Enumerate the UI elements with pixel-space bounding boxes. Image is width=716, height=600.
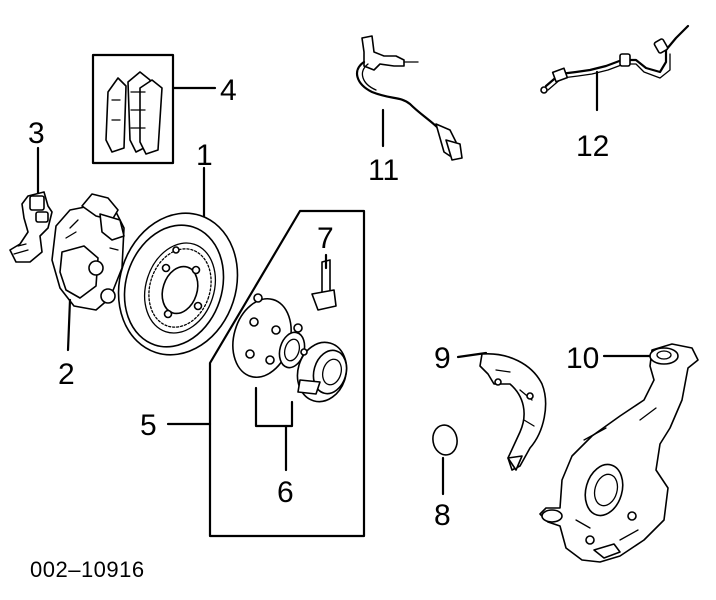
pad-callout-box <box>91 53 175 165</box>
callout-10: 10 <box>566 342 599 375</box>
callout-4: 4 <box>220 74 237 107</box>
abs-wheel-speed-sensor <box>355 35 463 161</box>
diagram-code: 002–10916 <box>30 557 145 582</box>
brake-rotor <box>117 166 239 356</box>
steering-knuckle <box>539 343 699 563</box>
wheel-stud <box>311 253 337 311</box>
callout-3: 3 <box>28 117 45 150</box>
callout-12: 12 <box>576 130 609 163</box>
brake-hose-line <box>540 24 690 112</box>
callout-1: 1 <box>196 139 213 172</box>
caliper-anchor-bracket <box>9 146 53 263</box>
callout-6: 6 <box>277 476 294 509</box>
callout-7: 7 <box>317 222 334 255</box>
brake-pad-set <box>91 53 217 165</box>
hub-assembly-group <box>166 209 366 538</box>
callout-11: 11 <box>368 154 399 187</box>
brake-dust-shield <box>456 351 547 471</box>
bearing-cap <box>432 424 458 496</box>
callout-8: 8 <box>434 499 451 532</box>
brake-caliper <box>51 193 125 352</box>
callout-2: 2 <box>58 358 75 391</box>
callout-5: 5 <box>140 409 157 442</box>
callout-9: 9 <box>434 342 451 375</box>
